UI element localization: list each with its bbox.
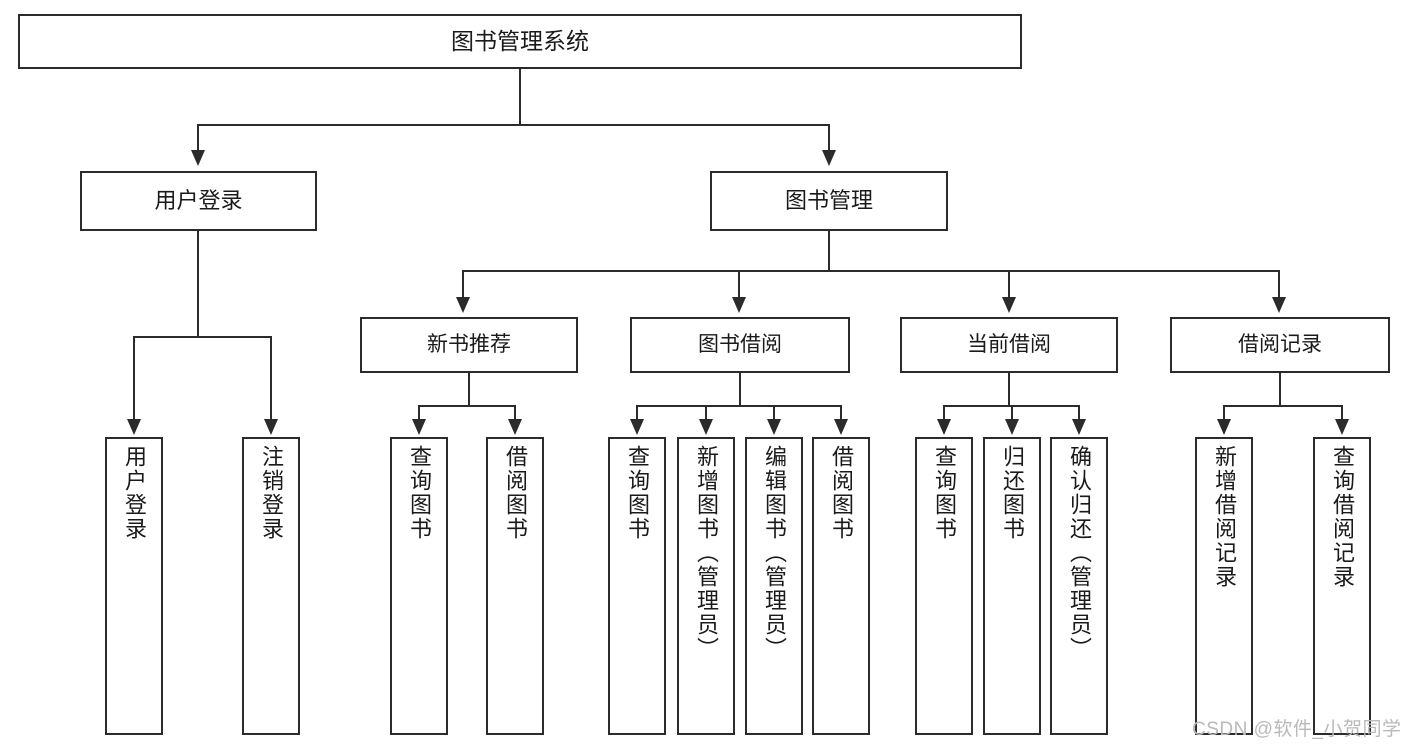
connector-drop-book-borrow-leaf-3 [840, 405, 842, 421]
node-label: 查询图书 [625, 445, 650, 541]
arrow-user-login-leaf-0 [127, 419, 141, 435]
node-root-system[interactable]: 图书管理系统 [18, 14, 1022, 69]
node-label: 新增图书（管理员） [694, 445, 719, 661]
node-label: 用户登录 [122, 445, 147, 541]
arrow-new-book-leaf-1 [508, 419, 522, 435]
node-label: 用户登录 [154, 187, 243, 213]
connector-level2-bus [197, 124, 830, 126]
leaf-user-login-1[interactable]: 注销登录 [242, 437, 300, 735]
arrow-current-borrow-leaf-0 [937, 419, 951, 435]
leaf-book-borrow-3[interactable]: 借阅图书 [812, 437, 870, 735]
connector-drop-new-book-leaf-0 [418, 405, 420, 421]
node-current-borrow[interactable]: 当前借阅 [900, 317, 1118, 373]
connector-level3-bus [462, 270, 1280, 272]
arrow-book-manage [822, 150, 836, 166]
connector-drop-book-manage [828, 124, 830, 152]
connector-drop-book-borrow-leaf-2 [773, 405, 775, 421]
connector-drop-current-borrow-leaf-0 [943, 405, 945, 421]
arrow-borrow-record-leaf-1 [1335, 419, 1349, 435]
node-new-book-recommend[interactable]: 新书推荐 [360, 317, 578, 373]
leaf-current-borrow-2[interactable]: 确认归还（管理员） [1050, 437, 1108, 735]
connector-borrow-record-stem [1279, 373, 1281, 406]
arrow-level3-2 [1002, 297, 1016, 313]
arrow-user-login-leaf-1 [264, 419, 278, 435]
connector-book-borrow-bus [636, 405, 842, 407]
arrow-borrow-record-leaf-0 [1217, 419, 1231, 435]
node-label: 图书管理系统 [451, 28, 589, 55]
connector-current-borrow-stem [1008, 373, 1010, 406]
leaf-book-borrow-1[interactable]: 新增图书（管理员） [677, 437, 735, 735]
connector-drop-book-borrow-leaf-1 [705, 405, 707, 421]
node-label: 图书管理 [784, 187, 873, 213]
arrow-level3-1 [732, 297, 746, 313]
node-book-manage[interactable]: 图书管理 [710, 171, 948, 231]
node-label: 借阅记录 [1238, 333, 1322, 357]
leaf-current-borrow-0[interactable]: 查询图书 [915, 437, 973, 735]
arrow-level3-3 [1272, 297, 1286, 313]
connector-drop-level3-0 [462, 270, 464, 299]
connector-user-login-stem [197, 231, 199, 337]
arrow-book-borrow-leaf-2 [767, 419, 781, 435]
leaf-book-borrow-2[interactable]: 编辑图书（管理员） [745, 437, 803, 735]
leaf-borrow-record-0[interactable]: 新增借阅记录 [1195, 437, 1253, 735]
connector-drop-user-login [197, 124, 199, 152]
node-label: 新书推荐 [427, 333, 511, 357]
node-label: 编辑图书（管理员） [762, 445, 787, 661]
leaf-new-book-recommend-0[interactable]: 查询图书 [390, 437, 448, 735]
connector-drop-borrow-record-leaf-0 [1223, 405, 1225, 421]
arrow-user-login [191, 150, 205, 166]
connector-user-login-bus [133, 336, 272, 338]
node-label: 图书借阅 [698, 333, 782, 357]
leaf-new-book-recommend-1[interactable]: 借阅图书 [486, 437, 544, 735]
connector-drop-book-borrow-leaf-0 [636, 405, 638, 421]
connector-drop-borrow-record-leaf-1 [1341, 405, 1343, 421]
arrow-current-borrow-leaf-1 [1005, 419, 1019, 435]
leaf-current-borrow-1[interactable]: 归还图书 [983, 437, 1041, 735]
leaf-user-login-0[interactable]: 用户登录 [105, 437, 163, 735]
arrow-level3-0 [456, 297, 470, 313]
connector-new-book-stem [468, 373, 470, 406]
connector-book-manage-stem [828, 231, 830, 271]
connector-drop-level3-3 [1278, 270, 1280, 299]
connector-drop-level3-2 [1008, 270, 1010, 299]
node-label: 注销登录 [259, 445, 284, 541]
node-book-borrow[interactable]: 图书借阅 [630, 317, 850, 373]
node-user-login[interactable]: 用户登录 [80, 171, 317, 231]
leaf-borrow-record-1[interactable]: 查询借阅记录 [1313, 437, 1371, 735]
node-label: 查询借阅记录 [1330, 445, 1355, 589]
connector-drop-new-book-leaf-1 [514, 405, 516, 421]
connector-book-borrow-stem [739, 373, 741, 406]
arrow-book-borrow-leaf-1 [699, 419, 713, 435]
node-label: 借阅图书 [829, 445, 854, 541]
connector-root-stem [519, 69, 521, 125]
node-label: 借阅图书 [503, 445, 528, 541]
connector-borrow-record-bus [1223, 405, 1342, 407]
connector-new-book-bus [418, 405, 516, 407]
node-label: 查询图书 [932, 445, 957, 541]
arrow-book-borrow-leaf-0 [630, 419, 644, 435]
node-label: 查询图书 [407, 445, 432, 541]
connector-drop-user-login-leaf-1 [270, 336, 272, 421]
arrow-book-borrow-leaf-3 [834, 419, 848, 435]
connector-drop-level3-1 [738, 270, 740, 299]
connector-drop-current-borrow-leaf-2 [1078, 405, 1080, 421]
arrow-current-borrow-leaf-2 [1072, 419, 1086, 435]
arrow-new-book-leaf-0 [412, 419, 426, 435]
connector-drop-user-login-leaf-0 [133, 336, 135, 421]
node-label: 新增借阅记录 [1212, 445, 1237, 589]
connector-drop-current-borrow-leaf-1 [1011, 405, 1013, 421]
node-label: 当前借阅 [967, 333, 1051, 357]
node-borrow-record[interactable]: 借阅记录 [1170, 317, 1390, 373]
node-label: 确认归还（管理员） [1067, 445, 1092, 661]
leaf-book-borrow-0[interactable]: 查询图书 [608, 437, 666, 735]
node-label: 归还图书 [1000, 445, 1025, 541]
